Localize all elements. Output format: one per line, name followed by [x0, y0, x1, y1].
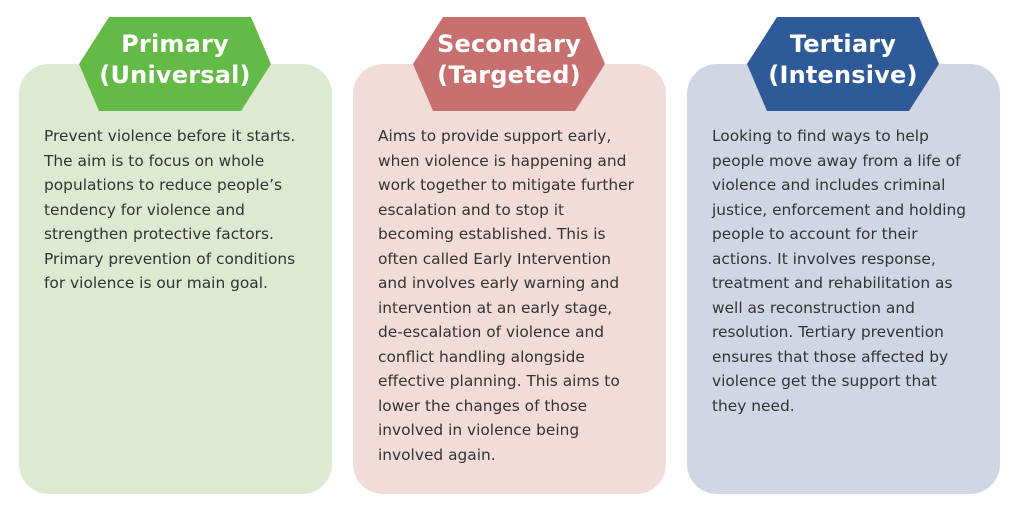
tier-title: Secondary (Targeted) [436, 30, 582, 89]
hexagon-badge-shape [747, 17, 939, 111]
tier-badge-primary: Primary (Universal) [79, 17, 271, 111]
tier-card-secondary: Aims to provide support early, when viol… [353, 64, 666, 494]
tier-card-primary: Prevent violence before it starts. The a… [19, 64, 332, 494]
tier-badge-tertiary: Tertiary (Intensive) [747, 17, 939, 111]
tier-title: Tertiary (Intensive) [768, 30, 918, 89]
tier-title: Primary (Universal) [99, 30, 251, 89]
tier-badge-secondary: Secondary (Targeted) [413, 17, 605, 111]
hexagon-badge-shape [413, 17, 605, 111]
tier-description: Prevent violence before it starts. The a… [44, 127, 296, 292]
hexagon-badge-shape [79, 17, 271, 111]
tier-description: Looking to find ways to help people move… [712, 127, 967, 415]
tier-card-tertiary: Looking to find ways to help people move… [687, 64, 1000, 494]
tier-description: Aims to provide support early, when viol… [378, 127, 634, 464]
